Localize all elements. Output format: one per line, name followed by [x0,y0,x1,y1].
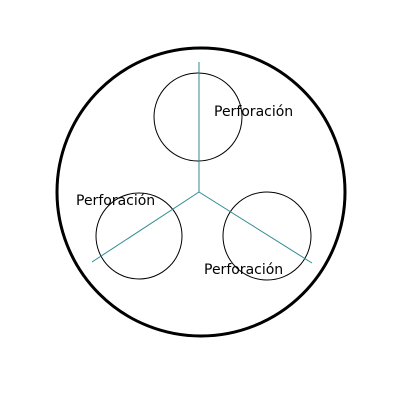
hole-label-right: Perforación [204,262,283,278]
hole-circle-right [222,191,312,281]
hole-label-top: Perforación [214,104,293,120]
hole-circle-left [95,192,183,280]
axis-line-left [91,191,200,263]
hole-label-left: Perforación [76,193,155,209]
axis-line-right [198,191,313,264]
hole-circle-top [153,72,243,162]
outer-circle [55,46,347,338]
